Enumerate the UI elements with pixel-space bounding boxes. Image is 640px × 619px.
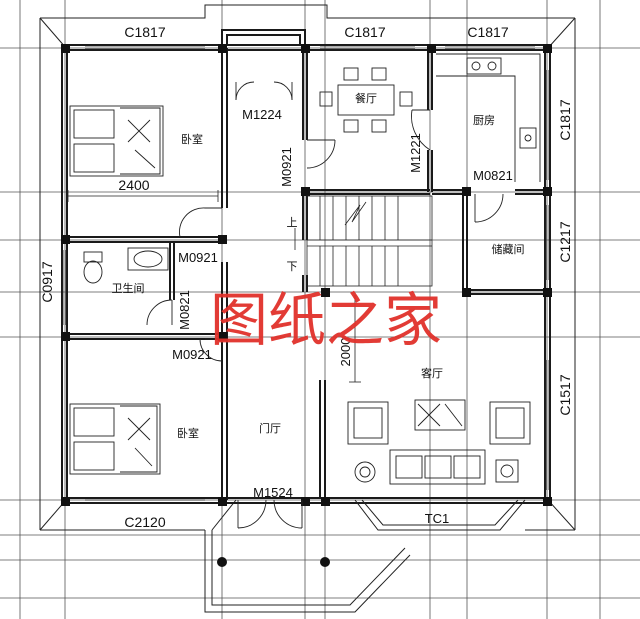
label-m0821-bath-side: M0821 [177, 290, 192, 330]
label-tc1: TC1 [425, 511, 450, 526]
living-room-sofas [347, 399, 531, 485]
label-c1217-right: C1217 [557, 221, 573, 262]
room-label-bathroom: 卫生间 [112, 281, 145, 295]
dimension-2000: 2000 [338, 338, 353, 367]
label-m1524: M1524 [253, 485, 293, 500]
room-labels: 卧室 卧室 餐厅 厨房 卫生间 储藏间 客厅 门厅 [112, 91, 525, 440]
room-label-kitchen: 厨房 [473, 114, 495, 127]
label-m0921-bath: M0921 [178, 250, 218, 265]
label-m0821: M0821 [473, 168, 513, 183]
room-label-dining: 餐厅 [355, 91, 377, 105]
bathroom-fixtures [83, 247, 169, 284]
dimension-2400: 2400 [118, 177, 149, 193]
room-label-living: 客厅 [421, 366, 443, 380]
windows [62, 45, 550, 504]
dimension-lines [67, 190, 361, 383]
label-m0921-dining: M0921 [279, 147, 294, 187]
room-label-bedroom-bottom: 卧室 [177, 426, 199, 440]
label-m1221: M1221 [408, 133, 423, 173]
room-label-foyer: 门厅 [259, 421, 281, 435]
label-c2120-bottom: C2120 [124, 514, 165, 530]
opening-labels: C1817 C1817 C1817 C1817 C1217 C1517 C091… [39, 24, 573, 530]
columns [61, 44, 552, 567]
kitchen-counter [436, 53, 541, 182]
bed-top [69, 105, 164, 177]
label-m0921-bedroom2: M0921 [172, 347, 212, 362]
interior-walls [65, 48, 548, 500]
room-label-storage: 储藏间 [492, 242, 525, 256]
label-c1817-top-mid: C1817 [344, 24, 385, 40]
doors [146, 81, 504, 529]
label-m1224: M1224 [242, 107, 282, 122]
stair-up-label: 上 [287, 216, 298, 229]
bay-window-tc1 [354, 499, 526, 531]
bed-bottom [69, 403, 161, 475]
label-c1817-top-right: C1817 [467, 24, 508, 40]
label-c0917-left: C0917 [39, 261, 55, 302]
roof-outline [39, 4, 576, 613]
label-c1517-right: C1517 [557, 374, 573, 415]
watermark-text: 图纸之家 [210, 286, 442, 354]
dining-set [319, 67, 413, 133]
room-label-bedroom-top: 卧室 [181, 132, 203, 146]
label-c1817-right: C1817 [557, 99, 573, 140]
staircase [294, 195, 433, 287]
label-c1817-top-left: C1817 [124, 24, 165, 40]
stair-down-label: 下 [287, 260, 298, 273]
